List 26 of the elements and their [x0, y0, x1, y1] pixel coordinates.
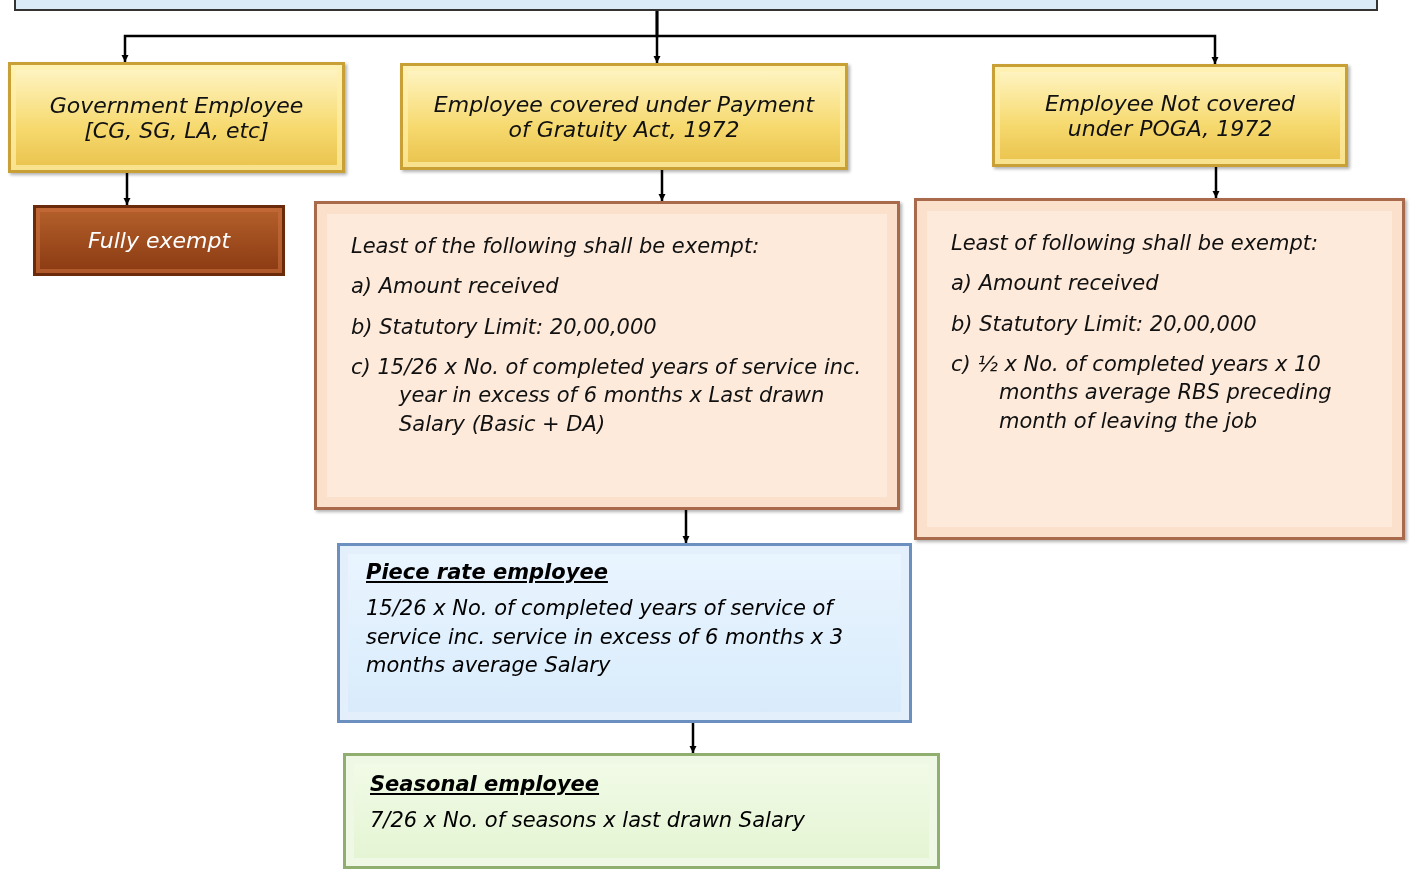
arrow — [655, 11, 1219, 64]
arrow — [682, 510, 690, 543]
rule-heading: Least of following shall be exempt: — [951, 230, 1320, 257]
arrow — [1212, 167, 1220, 198]
list-item: c) 15/26 x No. of completed years of service inc. year in excess of 6 months x Last drawn Salary (Basic + DA) — [351, 354, 863, 438]
category-box — [992, 64, 1348, 167]
list-item: b) Statutory Limit: 20,00,000 — [351, 313, 658, 341]
rule-heading: Least of the following shall be exempt: — [351, 233, 761, 260]
node-text: Employee covered under Payment of Gratuity Act, 1972 — [432, 91, 816, 142]
category-box — [400, 63, 848, 170]
arrow — [658, 170, 666, 201]
node-text: Employee Not covered under POGA, 1972 — [1043, 90, 1297, 141]
result-box — [33, 205, 285, 276]
node-text: Government Employee [CG, SG, LA, etc] — [48, 92, 305, 143]
list-item: a) Amount received — [351, 273, 560, 301]
node-text: Fully exempt — [87, 228, 231, 253]
list-item: c) ½ x No. of completed years x 10 months average RBS preceding month of leaving the job — [951, 351, 1333, 435]
box-heading: Piece rate employee — [366, 559, 609, 586]
arrow — [123, 173, 131, 205]
box-heading: Seasonal employee — [370, 771, 601, 798]
category-box — [8, 62, 345, 173]
formula-text: 15/26 x No. of completed years of service of service inc. service in excess of 6 months x 3 months average Salary — [366, 595, 845, 680]
list-item: a) Amount received — [951, 270, 1160, 298]
formula-text: 7/26 x No. of seasons x last drawn Salary — [370, 807, 806, 835]
arrow — [689, 723, 697, 753]
list-item: b) Statutory Limit: 20,00,000 — [951, 310, 1258, 338]
